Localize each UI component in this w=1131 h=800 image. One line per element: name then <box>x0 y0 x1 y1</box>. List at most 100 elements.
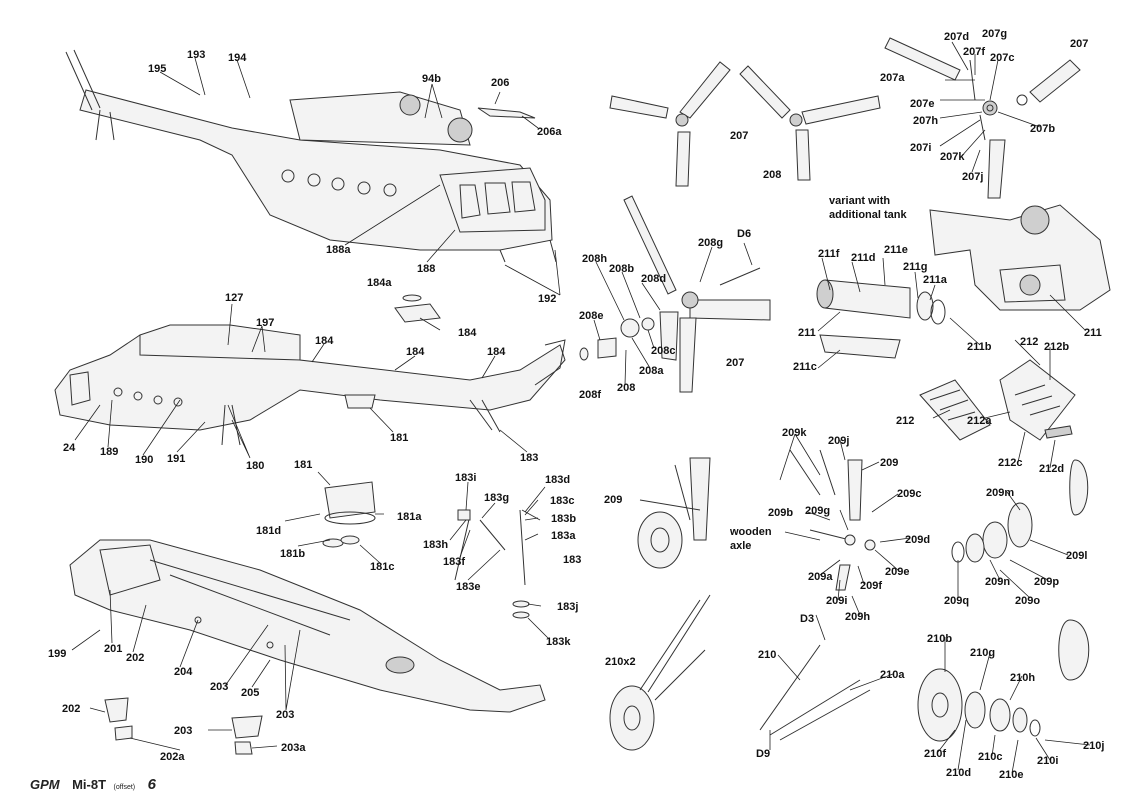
label-wooden: wooden <box>729 526 772 538</box>
leader-lines <box>71 41 1091 774</box>
small-parts-181 <box>322 294 441 548</box>
tail-rotor-detail <box>884 37 1081 199</box>
label-210e: 210e <box>999 769 1023 781</box>
label-209b: 209b <box>768 507 793 519</box>
fuel-tank-211 <box>816 279 946 359</box>
label-209i: 209i <box>826 595 847 607</box>
label-183f: 183f <box>443 556 465 568</box>
label-210b: 210b <box>927 633 952 645</box>
label-207g: 207g <box>982 28 1007 40</box>
variant-note-line2: additional tank <box>829 209 908 221</box>
label-203-b: 203 <box>276 709 294 721</box>
label-205: 205 <box>241 687 259 699</box>
label-183d: 183d <box>545 474 570 486</box>
label-209a: 209a <box>808 571 833 583</box>
label-183-b: 183 <box>563 554 581 566</box>
label-183j: 183j <box>557 601 578 613</box>
helicopter-side-view <box>54 324 566 446</box>
label-207h: 207h <box>913 115 938 127</box>
label-94b: 94b <box>422 73 441 85</box>
label-192: 192 <box>538 293 556 305</box>
label-207-b: 207 <box>1070 38 1088 50</box>
label-209d: 209d <box>905 534 930 546</box>
label-209j: 209j <box>828 435 849 447</box>
page-number: 6 <box>147 776 156 793</box>
small-parts-183 <box>454 509 541 619</box>
label-204: 204 <box>174 666 193 678</box>
label-207b: 207b <box>1030 123 1055 135</box>
label-203-a: 203 <box>210 681 228 693</box>
label-184a: 184a <box>367 277 392 289</box>
label-212d: 212d <box>1039 463 1064 475</box>
label-211-a: 211 <box>798 327 816 339</box>
label-axle: axle <box>730 540 751 552</box>
label-209m: 209m <box>986 487 1014 499</box>
label-183h: 183h <box>423 539 448 551</box>
label-210j: 210j <box>1083 740 1104 752</box>
label-181c: 181c <box>370 561 394 573</box>
label-202-a: 202 <box>126 652 144 664</box>
label-183b: 183b <box>551 513 576 525</box>
label-208-a: 208 <box>763 169 781 181</box>
label-210c: 210c <box>978 751 1002 763</box>
label-207d: 207d <box>944 31 969 43</box>
label-211a: 211a <box>923 274 948 286</box>
label-212b: 212b <box>1044 341 1069 353</box>
label-210i: 210i <box>1037 755 1058 767</box>
label-210x2: 210x2 <box>605 656 636 668</box>
label-183k: 183k <box>546 636 571 648</box>
wheel-210 <box>609 594 1090 751</box>
label-212c: 212c <box>998 457 1022 469</box>
label-184-a: 184 <box>458 327 477 339</box>
label-207-a: 207 <box>730 130 748 142</box>
wheel-209-exploded <box>951 459 1089 563</box>
label-183c: 183c <box>550 495 574 507</box>
main-rotor-assembly <box>609 61 881 187</box>
label-D6: D6 <box>737 228 751 240</box>
rotor-hub-exploded <box>579 195 771 393</box>
label-D3: D3 <box>800 613 814 625</box>
label-209n: 209n <box>985 576 1010 588</box>
label-211-b: 211 <box>1084 327 1102 339</box>
label-208c: 208c <box>651 345 675 357</box>
additional-tank-variant <box>929 204 1111 311</box>
label-209h: 209h <box>845 611 870 623</box>
edition-note: (offset) <box>113 784 136 791</box>
label-212a: 212a <box>967 415 992 427</box>
label-183e: 183e <box>456 581 480 593</box>
label-208d: 208d <box>641 273 666 285</box>
label-209o: 209o <box>1015 595 1040 607</box>
label-206a: 206a <box>537 126 562 138</box>
label-181-b: 181 <box>294 459 312 471</box>
label-210f: 210f <box>924 748 946 760</box>
label-181b: 181b <box>280 548 305 560</box>
label-183a: 183a <box>551 530 576 542</box>
label-183-a: 183 <box>520 452 538 464</box>
part-labels: 195 193 194 94b 206 206a 188a 188 192 12… <box>48 28 1104 781</box>
label-209f: 209f <box>860 580 882 592</box>
label-209-b: 209 <box>604 494 622 506</box>
label-207k: 207k <box>940 151 965 163</box>
landing-gear-209 <box>637 449 876 591</box>
label-208-b: 208 <box>617 382 635 394</box>
label-189: 189 <box>100 446 118 458</box>
label-191: 191 <box>167 453 185 465</box>
label-210d: 210d <box>946 767 971 779</box>
label-181d: 181d <box>256 525 281 537</box>
label-209k: 209k <box>782 427 807 439</box>
label-211g: 211g <box>903 261 927 273</box>
label-197: 197 <box>256 317 274 329</box>
small-parts-202-203 <box>104 697 263 755</box>
model-name: Mi-8T <box>72 777 107 792</box>
label-193: 193 <box>187 49 205 61</box>
label-202-b: 202 <box>62 703 80 715</box>
label-201: 201 <box>104 643 122 655</box>
label-188a: 188a <box>326 244 351 256</box>
label-209g: 209g <box>805 505 830 517</box>
label-D9: D9 <box>756 748 770 760</box>
label-212-b: 212 <box>896 415 914 427</box>
label-209q: 209q <box>944 595 969 607</box>
label-183i: 183i <box>455 472 476 484</box>
label-184-d: 184 <box>487 346 506 358</box>
label-208f: 208f <box>579 389 601 401</box>
